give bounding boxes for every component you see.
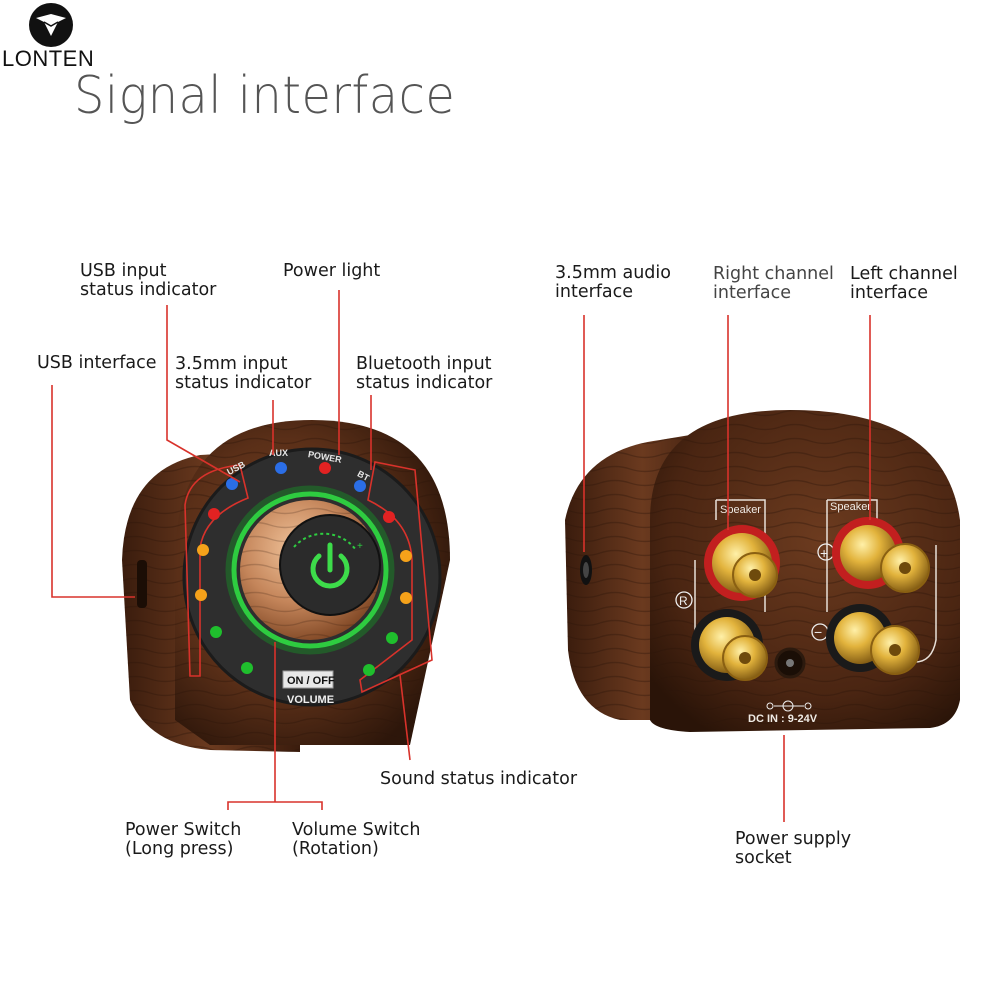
bt-input-status-label: Bluetooth input status indicator [356,354,493,393]
plus-mark: + [820,545,828,561]
sound-status-label: Sound status indicator [380,769,578,789]
front-device: USB AUX POWER BT + ON / OFF VOLUME [122,420,450,752]
usb-interface-label: USB interface [37,353,157,373]
back-device: Speaker Speaker R + − [565,410,960,732]
usb-input-status-label: USB input status indicator [80,261,217,300]
minus-mark: − [814,624,822,640]
onoff-label-box [282,670,334,689]
sound-led [210,626,222,638]
bt-status-led [354,480,366,492]
sound-led [195,589,207,601]
power-button-icon[interactable] [310,542,350,589]
dc-polarity-icon [766,700,812,712]
right-channel-terminal-negative[interactable] [691,609,768,681]
power-light-label: Power light [283,261,381,281]
power-led [319,462,331,474]
page-title: Signal interface [74,66,456,126]
volume-label: VOLUME [287,694,334,706]
svg-text:+: + [357,541,363,552]
sound-led [400,592,412,604]
left-channel-terminal-positive[interactable] [832,517,930,593]
speaker-label-left: Speaker [830,501,871,513]
dc-in-label: DC IN : 9-24V [748,713,818,725]
left-channel-terminal-negative[interactable] [826,604,920,675]
bird-head-logo-icon [29,3,73,47]
volume-switch-label: Volume Switch (Rotation) [292,820,421,859]
audio-interface-label: 3.5mm audio interface [555,263,671,302]
r-mark: R [679,594,688,608]
sound-led [208,508,220,520]
brand-logo: LONTEN [0,0,110,80]
aux-status-led [275,462,287,474]
aux-led-label: AUX [269,448,288,458]
power-socket-label: Power supply socket [735,829,852,868]
right-channel-terminal-positive[interactable] [704,525,780,601]
sound-led [363,664,375,676]
brand-name: LONTEN [2,46,95,71]
aux-input-status-label: 3.5mm input status indicator [175,354,312,393]
sound-led [386,632,398,644]
leader-lines [51,290,871,822]
sound-led [197,544,209,556]
onoff-label: ON / OFF [287,675,335,687]
power-switch-label: Power Switch (Long press) [125,820,242,859]
volume-ring [231,491,389,649]
usb-status-led [226,478,238,490]
left-channel-label: Left channel interface [850,264,958,303]
sound-led [241,662,253,674]
right-channel-label: Right channel interface [713,264,834,303]
usb-port[interactable] [137,560,147,608]
sound-led [400,550,412,562]
speaker-label-right: Speaker [720,504,761,516]
sound-led [383,511,395,523]
